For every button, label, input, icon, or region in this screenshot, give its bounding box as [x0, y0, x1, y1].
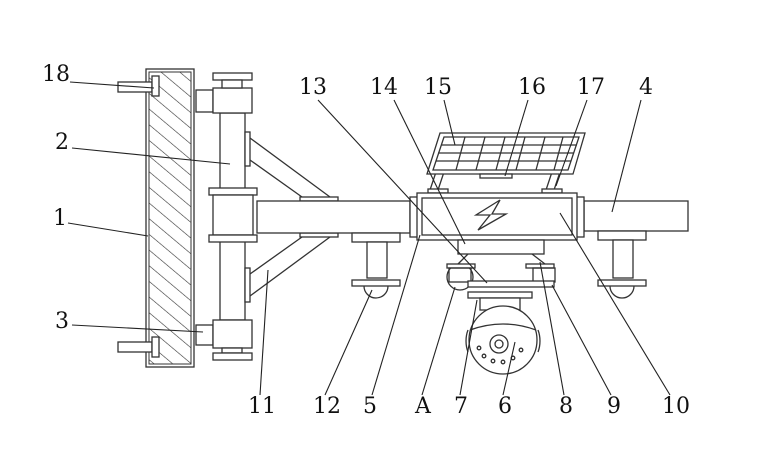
- left-arm: [256, 200, 411, 234]
- label-2: 2: [55, 130, 69, 155]
- camera: [465, 305, 541, 375]
- label-11: 11: [248, 394, 276, 419]
- label-13: 13: [299, 75, 327, 100]
- lightning-icon: [473, 199, 509, 231]
- vertical-pole: [195, 72, 258, 361]
- support-braces: [244, 131, 339, 303]
- right-arm-4: [583, 200, 689, 232]
- label-10: 10: [662, 394, 690, 419]
- camera-mount: [446, 253, 556, 311]
- label-7: 7: [454, 394, 468, 419]
- label-16: 16: [518, 75, 546, 100]
- wheel-feet: [351, 230, 647, 299]
- label-A: A: [415, 394, 431, 419]
- leader-lines: [67, 81, 671, 396]
- label-9: 9: [607, 394, 621, 419]
- label-8: 8: [559, 394, 573, 419]
- label-4: 4: [639, 75, 653, 100]
- label-15: 15: [424, 75, 452, 100]
- battery-box: [409, 192, 585, 255]
- label-3: 3: [55, 309, 69, 334]
- wall-plate: [145, 68, 195, 368]
- label-5: 5: [363, 394, 377, 419]
- label-6: 6: [498, 394, 512, 419]
- label-14: 14: [370, 75, 398, 100]
- label-18: 18: [42, 62, 70, 87]
- solar-panel: [426, 132, 586, 194]
- label-1: 1: [53, 206, 67, 231]
- label-17: 17: [577, 75, 605, 100]
- label-12: 12: [313, 394, 341, 419]
